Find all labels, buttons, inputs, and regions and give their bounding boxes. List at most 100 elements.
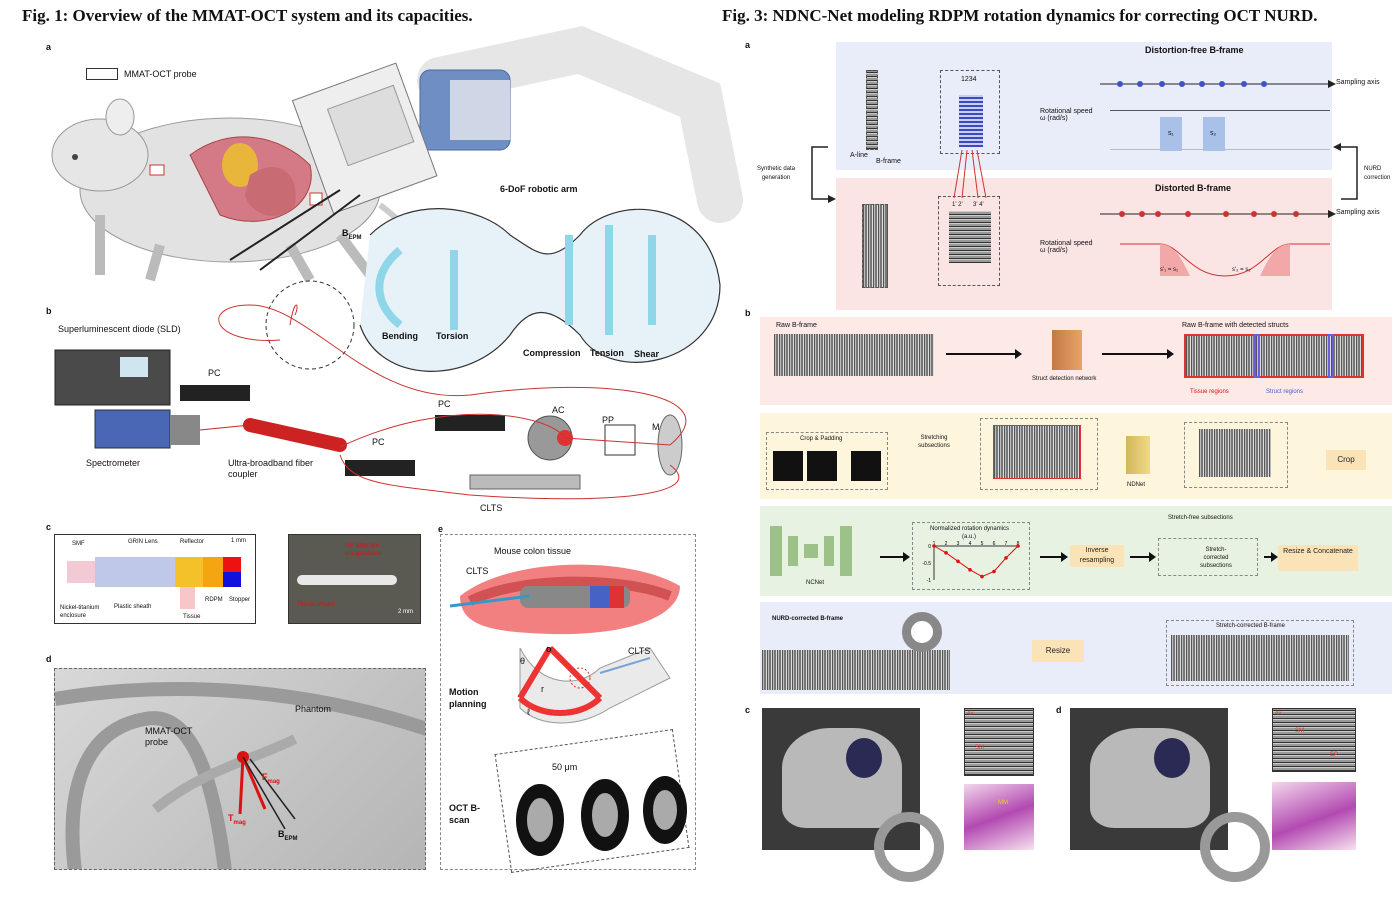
oct-bscan-rings: [516, 776, 687, 856]
raw-detected-image: [1184, 334, 1364, 378]
tag-d-ep: EP: [1330, 752, 1339, 758]
chart-xtick: 2: [945, 541, 948, 547]
nurd-ring: [902, 612, 942, 652]
oct-zoom-d: [1272, 708, 1356, 772]
sampling-axis-free: [1100, 80, 1336, 88]
scale-2mm: 2 mm: [398, 609, 413, 615]
bepm-text: B: [342, 228, 349, 238]
m-label: M: [652, 422, 660, 432]
rotation-chart-box: [912, 522, 1030, 590]
tmag-sub: mag: [233, 819, 246, 826]
smf-label: SMF: [72, 541, 85, 547]
fmag-label: Fmag: [262, 772, 280, 785]
photo-sheath-label: Plastic sheath: [298, 602, 336, 608]
bframe-label: B-frame: [876, 158, 901, 165]
omega-text-2: ω: [1040, 247, 1046, 254]
chart-series-line: [933, 545, 1019, 578]
synthetic-label: Synthetic data generation: [756, 166, 796, 181]
resize-box: Resize: [1032, 640, 1084, 662]
fig3-panel-c-label: c: [745, 705, 751, 715]
fig3-title: Fig. 3: NDNC-Net modeling RDPM rotation …: [722, 6, 1318, 25]
ncnet-label: NCNet: [806, 580, 825, 586]
bepm-label-a: BEPM: [342, 228, 362, 241]
tmag-label: Tmag: [228, 813, 246, 826]
pc-label-2: PC: [438, 399, 451, 409]
chart-xtick: 4: [969, 541, 972, 547]
histo-c: [964, 784, 1034, 850]
optical-setup-illustration: [54, 304, 687, 500]
fig1-panel-a-label: a: [46, 42, 52, 52]
tag-c-mm: MM: [998, 800, 1008, 806]
mag-d: 4×: [1275, 711, 1282, 717]
raw-bframe-label: Raw B-frame: [776, 322, 817, 329]
speed-curve-distorted: [1120, 243, 1330, 277]
chart-point: [956, 559, 960, 564]
phantom-photo: [54, 668, 426, 870]
probe-legend-label: MMAT-OCT probe: [124, 69, 197, 79]
l-label: ℓ: [527, 707, 530, 717]
sld-label: Superluminescent diode (SLD): [58, 324, 181, 334]
aline-label: A-line: [850, 152, 868, 159]
pp-label: PP: [602, 415, 615, 425]
resize-concat-box: Resize & Concatenate: [1278, 545, 1358, 571]
o-label: o: [546, 644, 552, 654]
arrow-chart-to-inverse: [1040, 552, 1068, 562]
ncnet-icon: [770, 522, 870, 580]
distortion-free-title: Distortion-free B-frame: [1145, 45, 1244, 55]
probe-legend-swatch: [86, 68, 118, 80]
fig3-panel-a-label: a: [745, 40, 751, 50]
arrow-raw-to-net: [946, 349, 1022, 359]
fig1-panel-b-label: b: [46, 306, 52, 316]
omega-text: ω: [1040, 115, 1046, 122]
chart-xtick: 8: [1017, 541, 1020, 547]
pc-label-1: PC: [208, 368, 221, 378]
sp2-label: s'₂ = s₂: [1232, 267, 1251, 273]
colon-tissue-label: Mouse colon tissue: [494, 546, 572, 556]
oct-bscan-label: OCT B-scan: [449, 803, 480, 825]
mode-bending: Bending: [382, 331, 418, 341]
top-label-12: 1' 2': [952, 202, 963, 208]
bepm-label-d: BEPM: [278, 829, 298, 842]
tissue-label: Tissue: [183, 614, 201, 620]
nums-1234: 1234: [961, 76, 977, 83]
stretching-label: Stretching subsections: [918, 435, 950, 449]
deformation-modes-bubble: [265, 208, 721, 372]
chart-title: Normalized rotation dynamics: [930, 526, 1010, 532]
mag-c: 4×: [967, 711, 974, 717]
spectrometer-label: Spectrometer: [86, 458, 141, 468]
fig1-panel-e-label: e: [438, 524, 444, 534]
ring-c: [874, 812, 944, 882]
stretch-bframe-box: [1166, 620, 1354, 686]
ndnet-icon: [1126, 436, 1150, 474]
bepm-d-text: B: [278, 829, 285, 839]
mode-shear: Shear: [634, 349, 660, 359]
sp1-label: s'₁ = s₁: [1160, 267, 1179, 273]
stretch-corrected-sub-box: [1158, 538, 1258, 576]
sampling-label-free: Sampling axis: [1336, 79, 1380, 86]
nurd-bracket: [1333, 143, 1358, 200]
rdpm-label: RDPM: [205, 597, 223, 603]
distorted-title: Distorted B-frame: [1155, 183, 1232, 193]
distorted-bframe-stack: [938, 196, 1000, 286]
chart-point: [968, 568, 972, 572]
mapping-lines: [953, 149, 987, 199]
stretch-corrected-sub-label: Stretch-corrected subsections: [1200, 547, 1232, 569]
robotic-arm-illustration: [229, 26, 743, 271]
fig1-title: Fig. 1: Overview of the MMAT-OCT system …: [22, 6, 473, 25]
ndnet-label: NDNet: [1127, 482, 1146, 488]
chart-xtick: 7: [1005, 541, 1008, 547]
ac-label: AC: [552, 405, 565, 415]
chart-ylabel: (a.u.): [962, 534, 977, 540]
speed-band-free: [1110, 110, 1330, 151]
struct-net-label: Struct detection network: [1032, 376, 1097, 382]
crop-padding-box: [766, 432, 888, 490]
inverse-resampling-box: Inverse resampling: [1070, 545, 1124, 567]
speed-unit: (rad/s): [1047, 115, 1068, 122]
chart-point: [1016, 544, 1020, 548]
colon-tissue-render: [449, 564, 680, 635]
nurd-corrected-image: [762, 650, 950, 690]
plastic-sheath-label: Plastic sheath: [114, 604, 152, 610]
chart-ytick: -1: [927, 578, 932, 584]
top-label-34: 3' 4': [973, 202, 984, 208]
